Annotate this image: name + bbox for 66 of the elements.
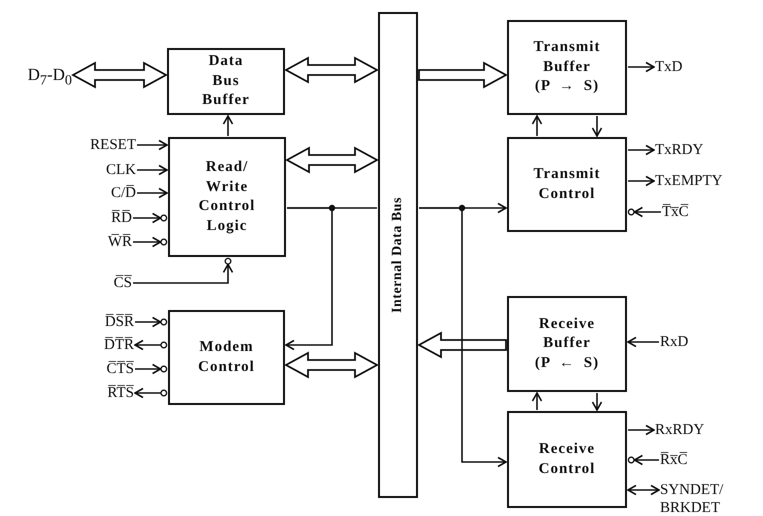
signal-arrow (133, 212, 162, 224)
signal-arrow (137, 140, 168, 150)
signal-label: TxD (655, 58, 682, 76)
signal-label: R̅T̅S̅ (107, 384, 134, 402)
signal-label: TxEMPTY (655, 172, 722, 190)
bus-arrow (284, 56, 379, 84)
signal-label: C̅S̅ (114, 274, 132, 292)
internal-bus-bar (378, 12, 418, 498)
signal-arrow (627, 484, 660, 496)
signal-label: C̅T̅S̅ (106, 360, 134, 378)
signal-label: RESET (90, 136, 136, 154)
block-label: Data Bus Buffer (201, 52, 251, 110)
signal-arrow (134, 388, 161, 398)
signal-arrow (628, 176, 655, 186)
signal-label: RxRDY (655, 421, 704, 439)
signal-label: R̅x̅C̅ (660, 451, 688, 469)
signal-arrow (628, 144, 655, 156)
signal-arrow (592, 116, 602, 137)
signal-arrow (419, 207, 507, 468)
control-logic-block (168, 137, 286, 257)
signal-line (287, 207, 377, 209)
signal-arrow (628, 62, 655, 72)
signal-arrow (137, 164, 168, 176)
control-block (507, 411, 627, 508)
block-label: Receive Buffer (P ← S) (534, 314, 600, 373)
bus-arrow (418, 61, 508, 89)
signal-label: C/D̅ (110, 184, 136, 202)
signal-label: RxD (660, 333, 688, 351)
block-label: Receive Control (538, 440, 596, 478)
signal-label: W̅R̅ (108, 233, 132, 251)
signal-arrow (628, 424, 655, 436)
signal-arrow (135, 316, 162, 328)
bus-arrow (417, 331, 507, 359)
bus-arrow (285, 146, 379, 174)
modem-control-block (168, 310, 285, 405)
signal-arrow (532, 115, 542, 136)
signal-label: D̅S̅R̅ (104, 313, 134, 331)
block-label: Transmit Control (532, 165, 602, 204)
signal-arrow (222, 115, 234, 136)
signal-arrow (634, 454, 659, 466)
signal-label: TxRDY (655, 141, 704, 159)
signal-arrow (592, 393, 602, 411)
signal-label: D$_{7}$-D$_{0}$ (28, 66, 72, 90)
signal-label: SYNDET/ BRKDET (660, 481, 730, 516)
signal-arrow (137, 188, 168, 198)
signal-label: CLK (106, 161, 136, 179)
buffer-block (507, 20, 627, 115)
signal-arrow (532, 392, 542, 410)
block-label: Modem Control (197, 338, 256, 376)
buffer-block (507, 296, 627, 392)
signal-label: T̅x̅C̅ (662, 203, 689, 221)
signal-arrow (133, 236, 162, 248)
signal-arrow (634, 206, 661, 218)
buffer-block (167, 48, 285, 115)
signal-label: R̅D̅ (111, 209, 132, 227)
signal-label: D̅T̅R̅ (104, 336, 134, 354)
block-label: Read/ Write Control Logic (198, 158, 256, 236)
bus-label: Internal Data Bus (390, 197, 406, 313)
signal-arrow (627, 336, 659, 348)
bus-arrow (71, 61, 168, 89)
signal-arrow (135, 364, 162, 374)
signal-arrow (133, 264, 234, 284)
bus-arrow (284, 351, 379, 379)
signal-arrow (134, 340, 161, 350)
control-block (507, 137, 627, 232)
block-label: Transmit Buffer (P → S) (532, 38, 602, 96)
